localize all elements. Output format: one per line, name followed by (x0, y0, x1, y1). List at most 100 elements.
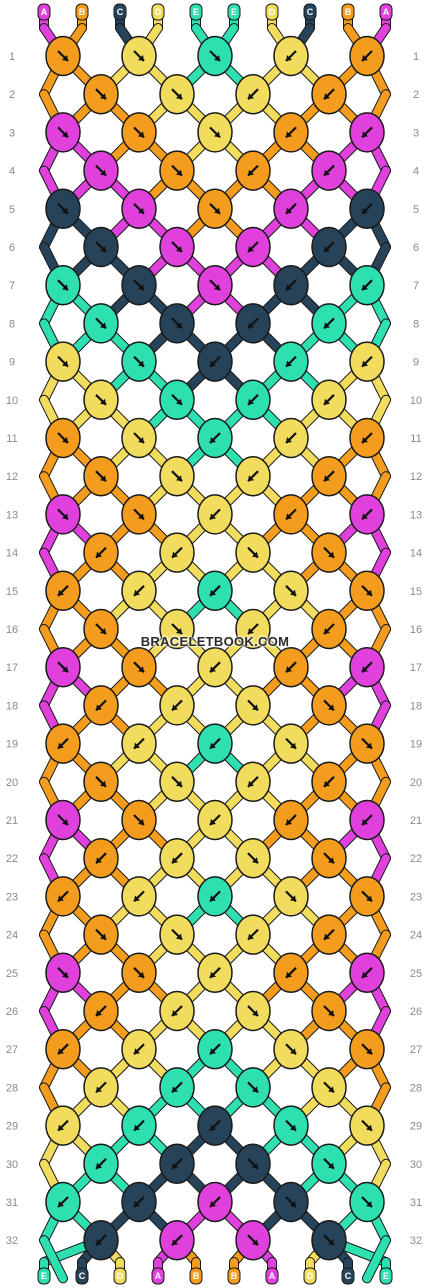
arrow-head (286, 284, 292, 291)
arrow-head (252, 1239, 258, 1246)
knot (45, 417, 81, 459)
knot (197, 1105, 233, 1146)
arrow-head (324, 398, 330, 405)
arrow-head (138, 666, 144, 673)
knot (349, 799, 385, 841)
knot (235, 914, 271, 955)
thread-label-top: C (303, 3, 317, 21)
arrow-head (286, 819, 292, 825)
row-number-right: 31 (410, 1197, 422, 1209)
knot (349, 494, 385, 535)
arrow-head (62, 360, 68, 367)
row-number-right: 8 (413, 318, 419, 330)
row-number-left: 22 (6, 853, 18, 865)
knot (235, 1219, 271, 1261)
row-number-right: 26 (410, 1006, 422, 1018)
knot (45, 188, 81, 230)
knot (45, 494, 81, 535)
knot (311, 379, 347, 421)
arrow-head (176, 475, 182, 482)
knot (121, 417, 157, 459)
arrow-head (138, 513, 144, 520)
thread-label-bg (265, 3, 279, 21)
arrow-head (286, 207, 292, 214)
thread-label-top: A (379, 3, 393, 21)
arrow-head (210, 513, 216, 520)
thread-label-bottom: C (75, 1267, 89, 1285)
knot (311, 150, 347, 191)
arrow-head (366, 1048, 372, 1055)
knot (45, 1181, 81, 1223)
knot (45, 112, 81, 153)
knot (349, 264, 385, 306)
knot (235, 761, 271, 803)
knot (83, 914, 119, 955)
arrow-head (362, 819, 368, 825)
row-number-left: 19 (6, 739, 18, 751)
thread-label-text: E (41, 1271, 47, 1281)
row-number-right: 22 (410, 853, 422, 865)
knot (273, 35, 309, 77)
row-number-right: 2 (413, 89, 419, 101)
arrow-head (176, 322, 182, 329)
arrow-head (328, 1010, 334, 1016)
arrow-head (328, 1239, 334, 1246)
arrow-head (58, 1201, 64, 1207)
arrow-head (362, 55, 368, 61)
knot (197, 112, 233, 153)
arrow-head (286, 131, 292, 138)
knot (349, 341, 385, 382)
knot (311, 532, 347, 573)
row-number-right: 18 (410, 700, 422, 712)
knot (349, 112, 385, 153)
arrow-head (214, 55, 220, 61)
row-number-left: 25 (6, 968, 18, 980)
arrow-head (100, 780, 106, 787)
row-number-left: 9 (9, 357, 15, 369)
knot (121, 723, 157, 764)
knot (235, 1067, 271, 1108)
arrow-head (96, 1162, 102, 1169)
knot (121, 1181, 157, 1223)
row-number-right: 28 (410, 1082, 422, 1094)
arrow-head (62, 284, 68, 291)
arrow-head (134, 742, 140, 749)
arrow-head (210, 1048, 216, 1055)
arrow-head (366, 1124, 372, 1131)
thread-label-text: C (79, 1271, 86, 1281)
arrow-head (286, 360, 292, 367)
knot (83, 1067, 119, 1108)
knot (273, 952, 309, 994)
arrow-head (248, 93, 254, 100)
arrow-head (210, 666, 216, 673)
row-number-right: 10 (410, 395, 422, 407)
knot (121, 188, 157, 230)
thread-label-top: D (265, 3, 279, 21)
row-number-left: 8 (9, 318, 15, 330)
thread-label-bg (303, 3, 317, 21)
arrow-head (214, 207, 220, 214)
knot (197, 35, 233, 77)
thread-label-bottom: A (151, 1267, 165, 1285)
arrow-head (324, 628, 330, 634)
knot (273, 799, 309, 841)
arrow-head (290, 1201, 296, 1207)
row-number-left: 32 (6, 1235, 18, 1247)
arrow-head (248, 475, 254, 482)
arrow-head (248, 398, 254, 405)
knot (45, 799, 81, 841)
knot (311, 73, 347, 115)
row-number-left: 24 (6, 930, 18, 942)
row-number-right: 6 (413, 242, 419, 254)
row-number-right: 23 (410, 891, 422, 903)
thread-label-bg (75, 1267, 89, 1285)
knot (197, 494, 233, 535)
knot (349, 417, 385, 459)
knot (159, 73, 195, 115)
arrow-head (362, 360, 368, 367)
row-number-left: 3 (9, 127, 15, 139)
knot (311, 226, 347, 268)
arrow-head (324, 780, 330, 787)
thread-label-text: C (117, 7, 124, 17)
